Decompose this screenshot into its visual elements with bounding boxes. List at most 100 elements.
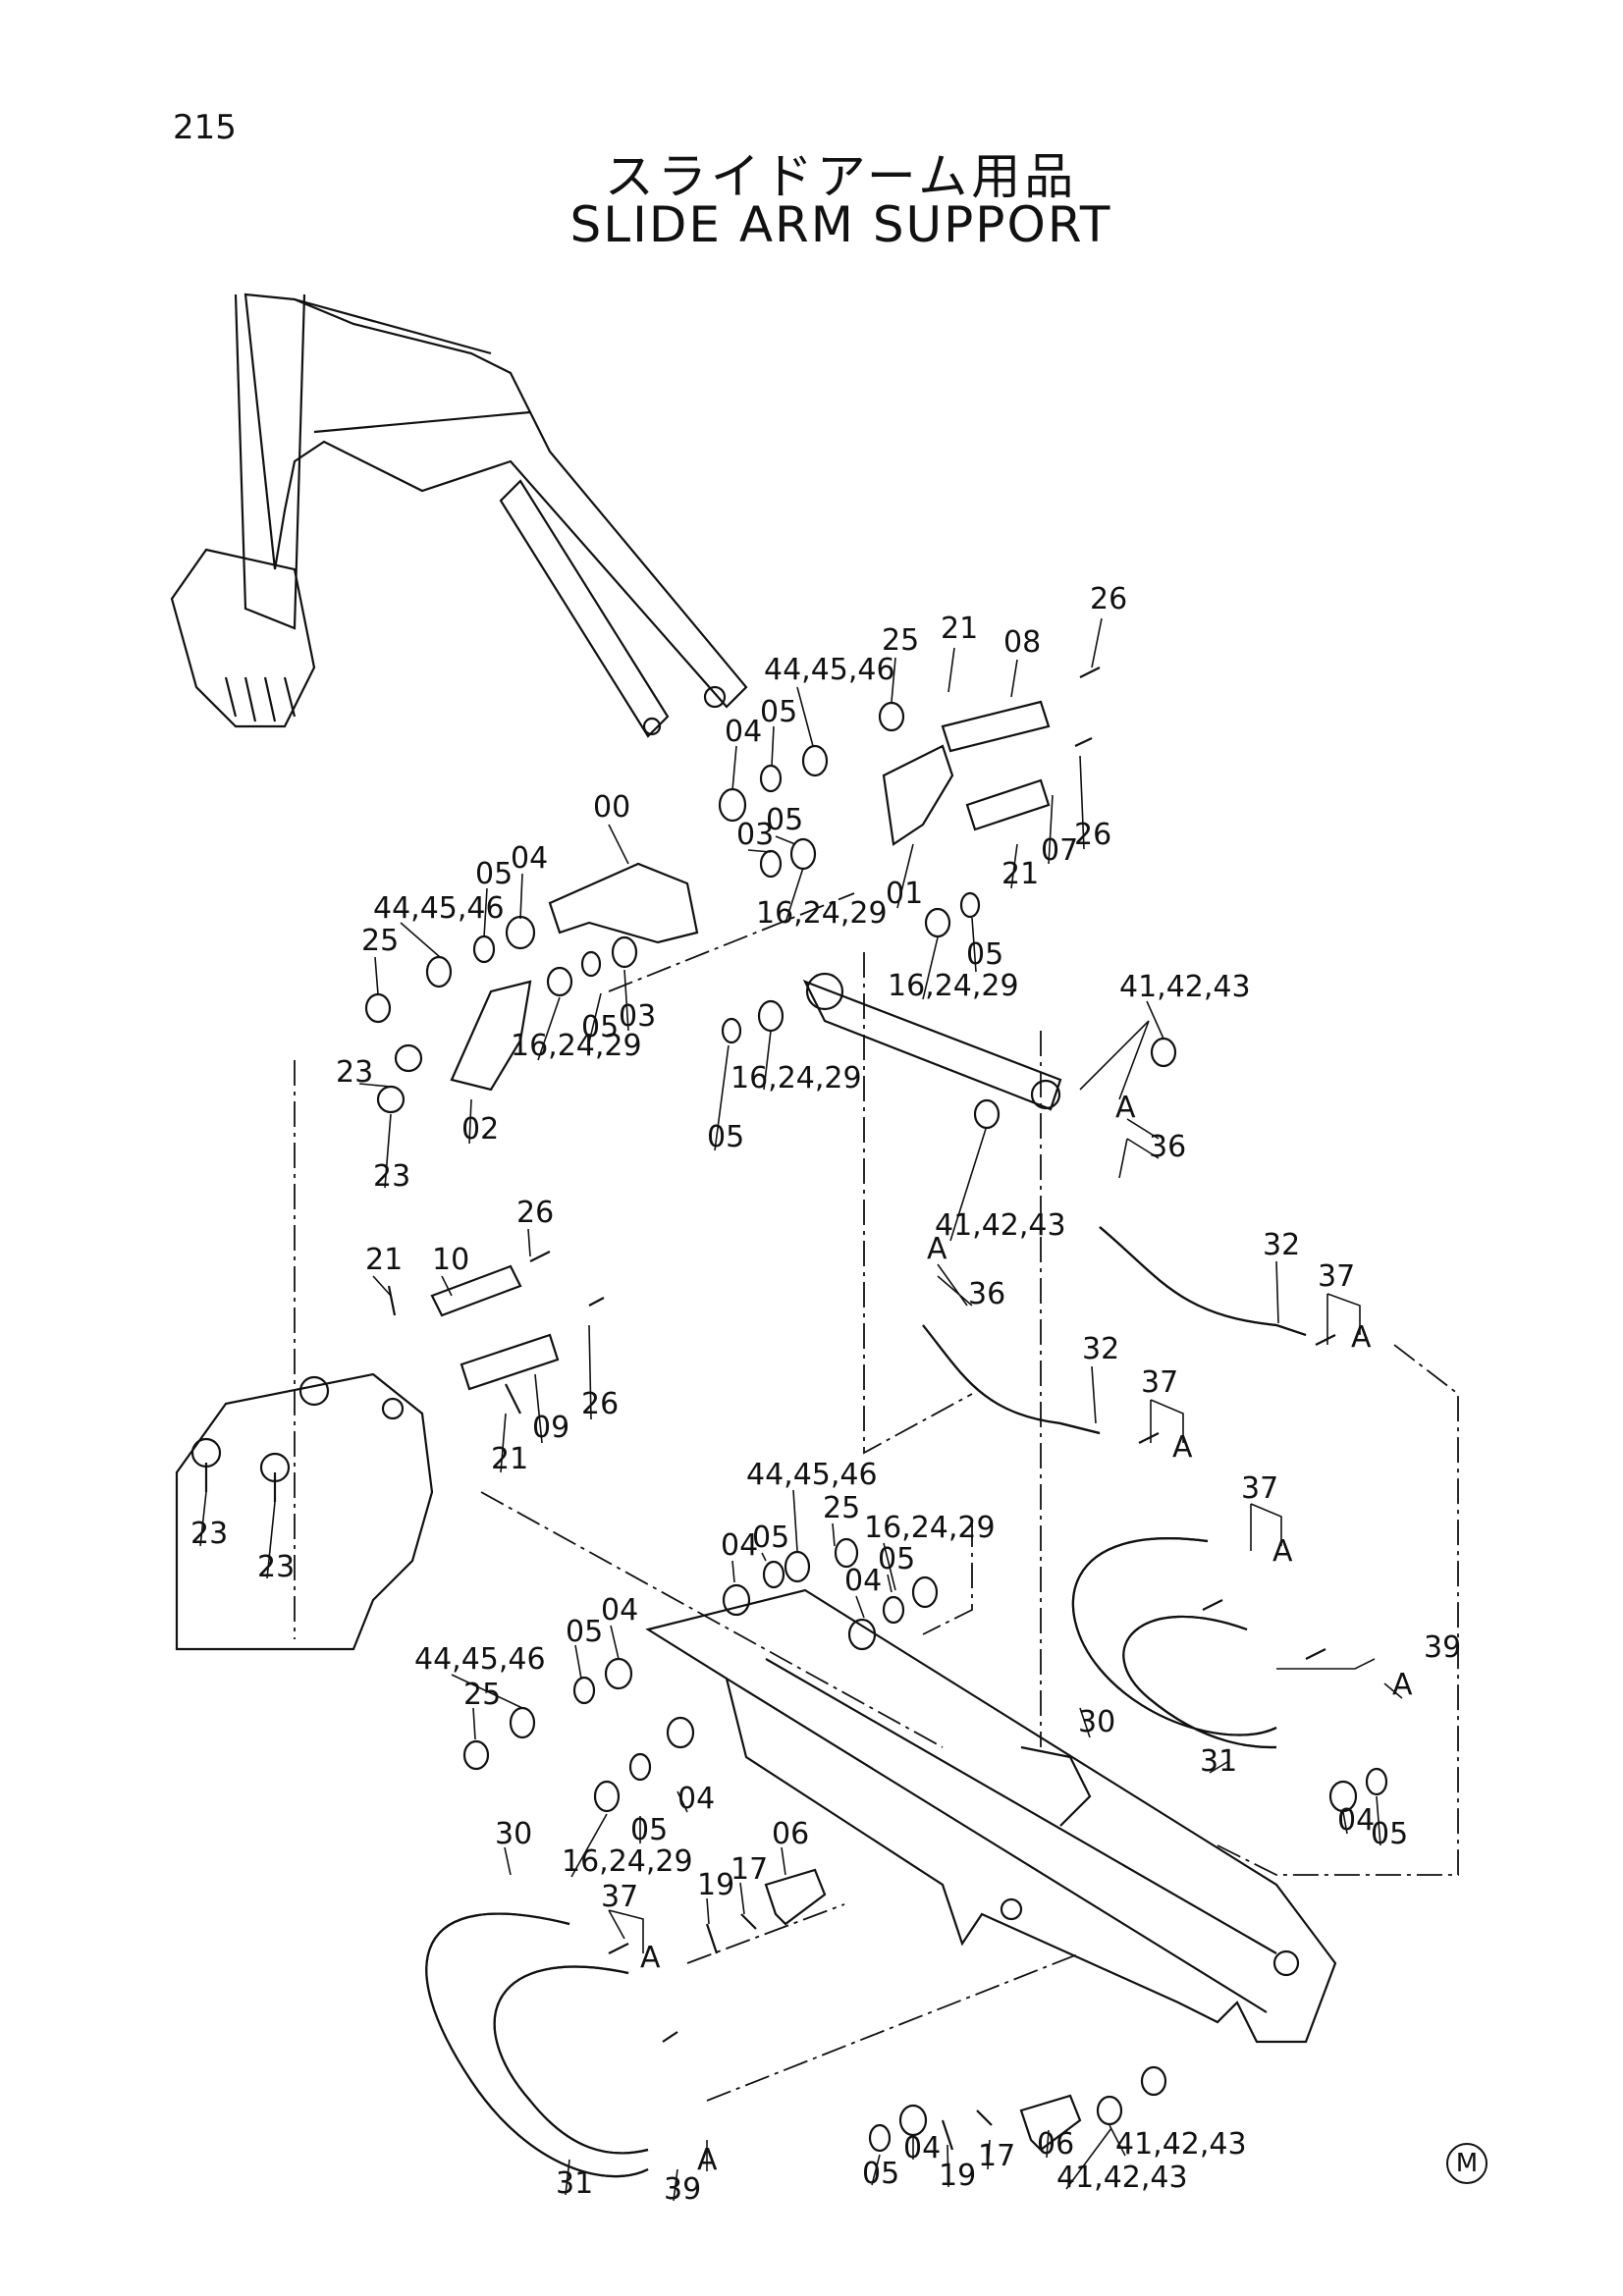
part-callout: 37 [601,1880,638,1914]
title-english: SLIDE ARM SUPPORT [569,196,1112,253]
part-callout: 05 [707,1120,744,1154]
part-callout: 25 [361,924,399,958]
part-callout: A [1172,1430,1193,1465]
part-callout: 36 [1149,1130,1186,1164]
part-callout: 37 [1241,1471,1278,1506]
small-parts [204,667,1388,2153]
reference-lines [294,892,1459,2102]
part-callout: 05 [766,803,803,837]
part-callout: 02 [461,1112,499,1147]
part-callout: 21 [1001,857,1039,891]
part-callout: 31 [1200,1744,1237,1779]
part-callout: 04 [725,715,762,749]
part-callout: 25 [823,1491,860,1525]
page-number: 215 [173,108,237,147]
part-callout: 00 [593,790,630,825]
part-callout: 32 [1082,1332,1119,1366]
part-callout: 03 [736,818,774,852]
part-callout: 05 [1371,1817,1408,1851]
part-callout: 05 [630,1813,668,1847]
part-callout: 26 [1074,818,1111,852]
part-callout: 23 [190,1517,228,1551]
part-callout: 17 [730,1852,768,1887]
part-callout: 44,45,46 [764,653,895,687]
part-callout: 37 [1318,1259,1355,1294]
part-callout: 21 [365,1243,403,1277]
part-callout: 30 [495,1817,532,1851]
title-japanese: スライドアーム用品 [604,148,1078,205]
part-callout: 07 [1041,833,1078,868]
leader-lines [199,617,1403,2202]
part-callout: 37 [1141,1365,1178,1400]
part-callout: 19 [697,1868,734,1902]
part-callout: A [1392,1668,1413,1702]
part-callout: 16,24,29 [756,896,888,931]
part-callout: 23 [257,1550,295,1584]
part-callout: 44,45,46 [414,1642,546,1677]
part-callout: 26 [581,1387,619,1421]
hose-outline [425,1226,1307,2178]
part-callout: 23 [336,1055,373,1090]
part-callout: 25 [882,623,919,658]
part-callout: 26 [516,1196,554,1230]
slide-arm-body [645,1588,1337,2044]
part-callout: A [697,2143,718,2177]
part-callout: 04 [601,1593,638,1628]
part-callout: 39 [664,2172,701,2207]
part-callout: 04 [1337,1803,1375,1838]
part-callout: 10 [432,1243,469,1277]
part-callout: A [927,1232,947,1266]
part-callout: 03 [619,999,656,1034]
part-callout: 05 [581,1010,619,1044]
part-callout: 01 [886,877,923,911]
part-callout: 25 [463,1678,501,1712]
part-callout: 04 [844,1564,882,1598]
part-callout: 09 [532,1411,569,1445]
part-callout: 06 [772,1817,809,1851]
part-callout: 05 [878,1542,915,1576]
part-callout: 19 [939,2159,976,2193]
link-arm [450,744,1062,1111]
part-callout: A [1115,1091,1136,1125]
part-callout: 17 [978,2139,1015,2173]
part-callout: 21 [491,1442,528,1476]
part-callout: 05 [966,937,1003,972]
part-callout: 23 [373,1159,410,1194]
part-callout: 08 [1003,625,1041,660]
part-callout: 16,24,29 [864,1511,996,1545]
part-callout: 44,45,46 [746,1458,878,1492]
part-callout: 26 [1090,582,1127,616]
part-callout: 41,42,43 [1115,2127,1247,2162]
part-callout: 21 [941,612,978,646]
part-callout: 32 [1263,1228,1300,1262]
part-callout: 16,24,29 [888,969,1019,1003]
part-callout: 05 [752,1521,789,1555]
part-callout: 31 [556,2166,593,2201]
part-callout: A [1272,1534,1293,1569]
part-callout: 16,24,29 [511,1029,642,1063]
excavator-overview-drawing [170,293,748,738]
part-callout: 16,24,29 [730,1061,862,1095]
part-callout: 36 [968,1277,1005,1311]
part-callout: 06 [1037,2127,1074,2162]
part-callout: 39 [1424,1630,1461,1665]
part-callout: 04 [903,2131,941,2165]
mounting-bracket [175,1372,434,1651]
part-callout: 16,24,29 [562,1844,693,1879]
part-callout: A [640,1941,661,1975]
part-callout: 41,42,43 [1056,2161,1188,2195]
part-callout: 05 [566,1615,603,1649]
part-callout: 05 [760,695,797,729]
part-callout: A [1351,1320,1372,1355]
part-callout: 05 [475,857,513,891]
part-callout: 04 [511,841,548,876]
manufacturer-mark: M [1446,2143,1488,2184]
part-callout: 04 [677,1782,715,1816]
part-callout: 41,42,43 [1119,970,1251,1004]
part-callout: 04 [721,1528,758,1563]
part-callout: 05 [862,2157,899,2191]
part-callout: 30 [1078,1705,1115,1739]
part-callout: 44,45,46 [373,891,505,926]
